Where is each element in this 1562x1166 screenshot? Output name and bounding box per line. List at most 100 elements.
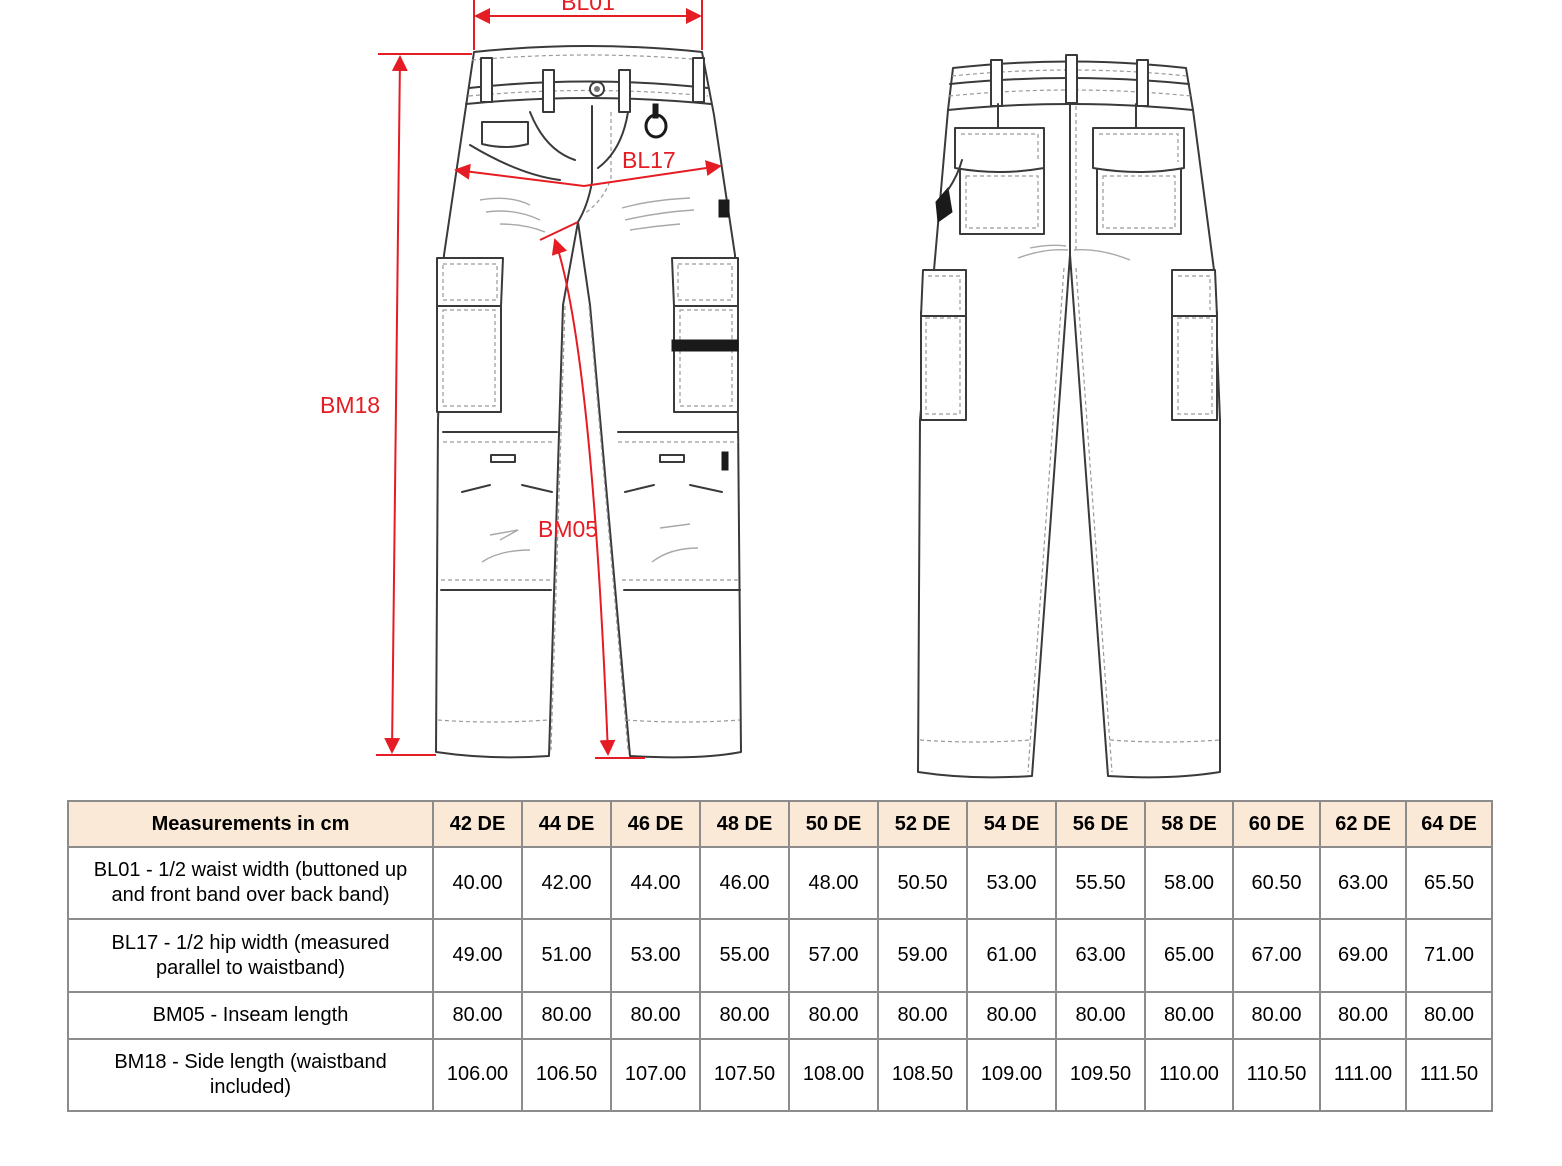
header-size: 52 DE (877, 800, 968, 848)
pants-drawing: BL01 BL17 BM18 BM05 (320, 0, 1221, 779)
header-size: 44 DE (521, 800, 612, 848)
table-cell: 80.00 (877, 990, 968, 1040)
pocket-strap (671, 339, 739, 352)
table-cell: 63.00 (1319, 845, 1407, 921)
back-left-pocket (954, 103, 1045, 235)
table-cell: 46.00 (699, 845, 790, 921)
table-cell: 108.50 (877, 1037, 968, 1113)
table-row-bl17: BL17 - 1/2 hip width (measured parallel … (67, 918, 1493, 993)
table-cell: 55.00 (699, 918, 790, 993)
table-cell: 71.00 (1405, 918, 1493, 993)
table-cell: 110.00 (1144, 1037, 1234, 1113)
label-waist: BL01 (561, 0, 615, 15)
row-label: BL01 - 1/2 waist width (buttoned up and … (67, 845, 434, 921)
header-size: 48 DE (699, 800, 790, 848)
front-waistband (468, 80, 709, 89)
table-cell: 58.00 (1144, 845, 1234, 921)
table-cell: 106.50 (521, 1037, 612, 1113)
table-cell: 65.00 (1144, 918, 1234, 993)
table-cell: 80.00 (1405, 990, 1493, 1040)
front-view (435, 45, 742, 759)
table-cell: 50.50 (877, 845, 968, 921)
header-size: 50 DE (788, 800, 879, 848)
table-cell: 59.00 (877, 918, 968, 993)
front-belt-loop (480, 57, 493, 103)
header-size: 64 DE (1405, 800, 1493, 848)
table-cell: 67.00 (1232, 918, 1321, 993)
header-size: 62 DE (1319, 800, 1407, 848)
table-cell: 44.00 (610, 845, 701, 921)
table-cell: 51.00 (521, 918, 612, 993)
table-cell: 80.00 (610, 990, 701, 1040)
row-label: BM18 - Side length (waistband included) (67, 1037, 434, 1113)
back-left-cargo-pocket (920, 269, 967, 421)
measurement-lines (376, 0, 722, 759)
header-size: 60 DE (1232, 800, 1321, 848)
header-size: 54 DE (966, 800, 1057, 848)
header-size: 42 DE (432, 800, 523, 848)
header-measurements: Measurements in cm (67, 800, 434, 848)
table-cell: 49.00 (432, 918, 523, 993)
back-belt-loop (1065, 54, 1078, 104)
table-cell: 42.00 (521, 845, 612, 921)
back-belt-loop (990, 59, 1003, 107)
table-cell: 80.00 (1055, 990, 1146, 1040)
table-header-row: Measurements in cm 42 DE 44 DE 46 DE 48 … (67, 800, 1493, 848)
table-cell: 80.00 (521, 990, 612, 1040)
front-fly (577, 105, 593, 223)
label-side-length: BM18 (320, 392, 380, 418)
row-label: BL17 - 1/2 hip width (measured parallel … (67, 918, 434, 993)
table-cell: 107.00 (610, 1037, 701, 1113)
front-hem (437, 719, 549, 723)
table-cell: 109.00 (966, 1037, 1057, 1113)
table-cell: 69.00 (1319, 918, 1407, 993)
header-size: 58 DE (1144, 800, 1234, 848)
back-belt-loop (1136, 59, 1149, 107)
table-cell: 65.50 (1405, 845, 1493, 921)
table-cell: 48.00 (788, 845, 879, 921)
table-cell: 110.50 (1232, 1037, 1321, 1113)
front-belt-loop (542, 69, 555, 113)
header-size: 46 DE (610, 800, 701, 848)
table-cell: 60.50 (1232, 845, 1321, 921)
front-belt-loop (618, 69, 631, 113)
table-cell: 111.50 (1405, 1037, 1493, 1113)
back-right-pocket (1092, 103, 1185, 235)
table-cell: 63.00 (1055, 918, 1146, 993)
table-cell: 80.00 (699, 990, 790, 1040)
table-cell: 53.00 (966, 845, 1057, 921)
table-cell: 108.00 (788, 1037, 879, 1113)
table-cell: 80.00 (1144, 990, 1234, 1040)
table-row-bm18: BM18 - Side length (waistband included) … (67, 1037, 1493, 1113)
table-cell: 55.50 (1055, 845, 1146, 921)
table-cell: 106.00 (432, 1037, 523, 1113)
front-coin-pocket (481, 121, 529, 148)
table-cell: 40.00 (432, 845, 523, 921)
back-view (917, 54, 1221, 779)
pants-diagram: BL01 BL17 BM18 BM05 (320, 0, 1221, 779)
table-cell: 61.00 (966, 918, 1057, 993)
label-inseam: BM05 (538, 516, 598, 542)
table-row-bl01: BL01 - 1/2 waist width (buttoned up and … (67, 845, 1493, 921)
table-cell: 80.00 (432, 990, 523, 1040)
hammer-loop (935, 186, 953, 223)
table-cell: 80.00 (1319, 990, 1407, 1040)
table-cell: 80.00 (788, 990, 879, 1040)
hip-arrow (454, 160, 722, 188)
size-chart-table: Measurements in cm 42 DE 44 DE 46 DE 48 … (67, 800, 1493, 1113)
back-right-cargo-pocket (1171, 269, 1218, 421)
table-cell: 53.00 (610, 918, 701, 993)
front-belt-loop (692, 57, 705, 103)
table-cell: 109.50 (1055, 1037, 1146, 1113)
front-knee-panels (440, 431, 741, 591)
front-right-cargo-pocket (671, 257, 739, 413)
table-cell: 57.00 (788, 918, 879, 993)
label-hip: BL17 (622, 147, 676, 173)
front-left-cargo-pocket (436, 257, 504, 413)
d-ring-icon (644, 113, 668, 139)
table-cell: 80.00 (1232, 990, 1321, 1040)
table-cell: 80.00 (966, 990, 1057, 1040)
header-size: 56 DE (1055, 800, 1146, 848)
table-cell: 107.50 (699, 1037, 790, 1113)
measurement-labels: BL01 BL17 BM18 BM05 (320, 0, 676, 542)
